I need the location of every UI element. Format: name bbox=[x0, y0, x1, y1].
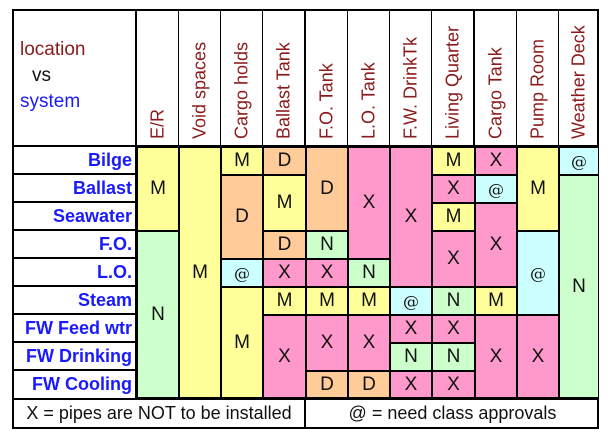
row-header-steam: Steam bbox=[14, 287, 137, 315]
matrix-cell: D bbox=[306, 371, 348, 398]
corner-system-label: system bbox=[20, 91, 81, 112]
row-header-fo: F.O. bbox=[14, 231, 137, 259]
row-header-lo: L.O. bbox=[14, 259, 137, 287]
matrix-cell: M bbox=[475, 287, 517, 315]
matrix-cell: X bbox=[263, 259, 306, 287]
matrix-cell: X bbox=[348, 315, 390, 371]
matrix-cell: X bbox=[475, 203, 517, 287]
matrix-cell: X bbox=[390, 371, 432, 398]
matrix-cell: M bbox=[306, 287, 348, 315]
column-header-void-spaces: Void spaces bbox=[179, 11, 221, 147]
column-header-er: E/R bbox=[137, 11, 179, 147]
matrix-cell: M bbox=[432, 203, 475, 231]
column-header-pump-room: Pump Room bbox=[517, 11, 559, 147]
matrix-cell: N bbox=[137, 231, 179, 398]
matrix-cell: M bbox=[179, 147, 221, 398]
column-header-weather-deck: Weather Deck bbox=[559, 11, 599, 147]
matrix-cell: N bbox=[432, 287, 475, 315]
matrix-cell: @ bbox=[475, 175, 517, 203]
column-header-cargo-holds: Cargo holds bbox=[221, 11, 263, 147]
matrix-cell: X bbox=[475, 315, 517, 398]
matrix-cell: M bbox=[432, 147, 475, 175]
legend-at-note: @ = need class approvals bbox=[306, 398, 599, 427]
matrix-cell: X bbox=[432, 371, 475, 398]
column-label: Cargo Tank bbox=[485, 47, 505, 139]
column-header-cargo-tank: Cargo Tank bbox=[475, 11, 517, 147]
matrix-cell: X bbox=[306, 315, 348, 371]
matrix-cell: @ bbox=[390, 287, 432, 315]
matrix-cell: M bbox=[263, 175, 306, 231]
matrix-cell: N bbox=[432, 343, 475, 371]
matrix-cell: X bbox=[348, 147, 390, 259]
legend-x-note: X = pipes are NOT to be installed bbox=[14, 398, 306, 427]
column-label: F.O. Tank bbox=[316, 63, 336, 139]
matrix-cell: X bbox=[517, 315, 559, 398]
matrix-cell: X bbox=[390, 315, 432, 343]
matrix-cell: M bbox=[221, 287, 263, 398]
column-header-fo-tank: F.O. Tank bbox=[306, 11, 348, 147]
matrix-cell: D bbox=[263, 231, 306, 259]
matrix-cell: @ bbox=[221, 259, 263, 287]
column-header-ballast-tank: Ballast Tank bbox=[263, 11, 306, 147]
column-label: E/R bbox=[147, 108, 167, 139]
matrix-cell: N bbox=[306, 231, 348, 259]
corner-location-label: location bbox=[20, 39, 86, 60]
matrix-cell: X bbox=[432, 231, 475, 287]
column-label: Weather Deck bbox=[568, 25, 589, 139]
row-header-fw-feed-wtr: FW Feed wtr bbox=[14, 315, 137, 343]
matrix-cell: N bbox=[348, 259, 390, 287]
row-header-seawater: Seawater bbox=[14, 203, 137, 231]
row-header-ballast: Ballast bbox=[14, 175, 137, 203]
matrix-cell: D bbox=[263, 147, 306, 175]
corner-vs-label: vs bbox=[32, 65, 51, 86]
column-header-fw-drinktk: F.W. DrinkTk bbox=[390, 11, 432, 147]
column-label: Void spaces bbox=[189, 41, 209, 139]
matrix-cell: N bbox=[559, 175, 599, 398]
column-label: Living Quarter bbox=[442, 25, 462, 139]
matrix-cell: M bbox=[137, 147, 179, 231]
corner-header: location vs system bbox=[14, 11, 137, 147]
row-header-fw-drinking: FW Drinking bbox=[14, 343, 137, 371]
matrix-cell: M bbox=[348, 287, 390, 315]
matrix-cell: X bbox=[432, 315, 475, 343]
column-label: Ballast Tank bbox=[273, 42, 293, 139]
column-label: L.O. Tank bbox=[358, 62, 378, 139]
matrix-cell: D bbox=[348, 371, 390, 398]
location-vs-system-table: location vs system E/R Void spaces Cargo… bbox=[12, 9, 599, 429]
matrix-cell: D bbox=[306, 147, 348, 231]
matrix-cell: N bbox=[390, 343, 432, 371]
column-header-lo-tank: L.O. Tank bbox=[348, 11, 390, 147]
column-header-living-quarter: Living Quarter bbox=[432, 11, 475, 147]
row-header-fw-cooling: FW Cooling bbox=[14, 371, 137, 398]
column-label: Pump Room bbox=[527, 38, 547, 139]
matrix-cell: M bbox=[263, 287, 306, 315]
matrix-cell: M bbox=[517, 147, 559, 231]
matrix-cell: M bbox=[221, 147, 263, 175]
matrix-cell: X bbox=[390, 147, 432, 287]
row-header-bilge: Bilge bbox=[14, 147, 137, 175]
matrix-cell: X bbox=[263, 315, 306, 398]
matrix-cell: D bbox=[221, 175, 263, 259]
matrix-cell: @ bbox=[559, 147, 599, 175]
matrix-cell: X bbox=[306, 259, 348, 287]
matrix-cell: X bbox=[432, 175, 475, 203]
column-label: F.W. DrinkTk bbox=[400, 37, 420, 139]
matrix-cell: @ bbox=[517, 231, 559, 315]
matrix-cell: X bbox=[475, 147, 517, 175]
column-label: Cargo holds bbox=[231, 41, 251, 139]
